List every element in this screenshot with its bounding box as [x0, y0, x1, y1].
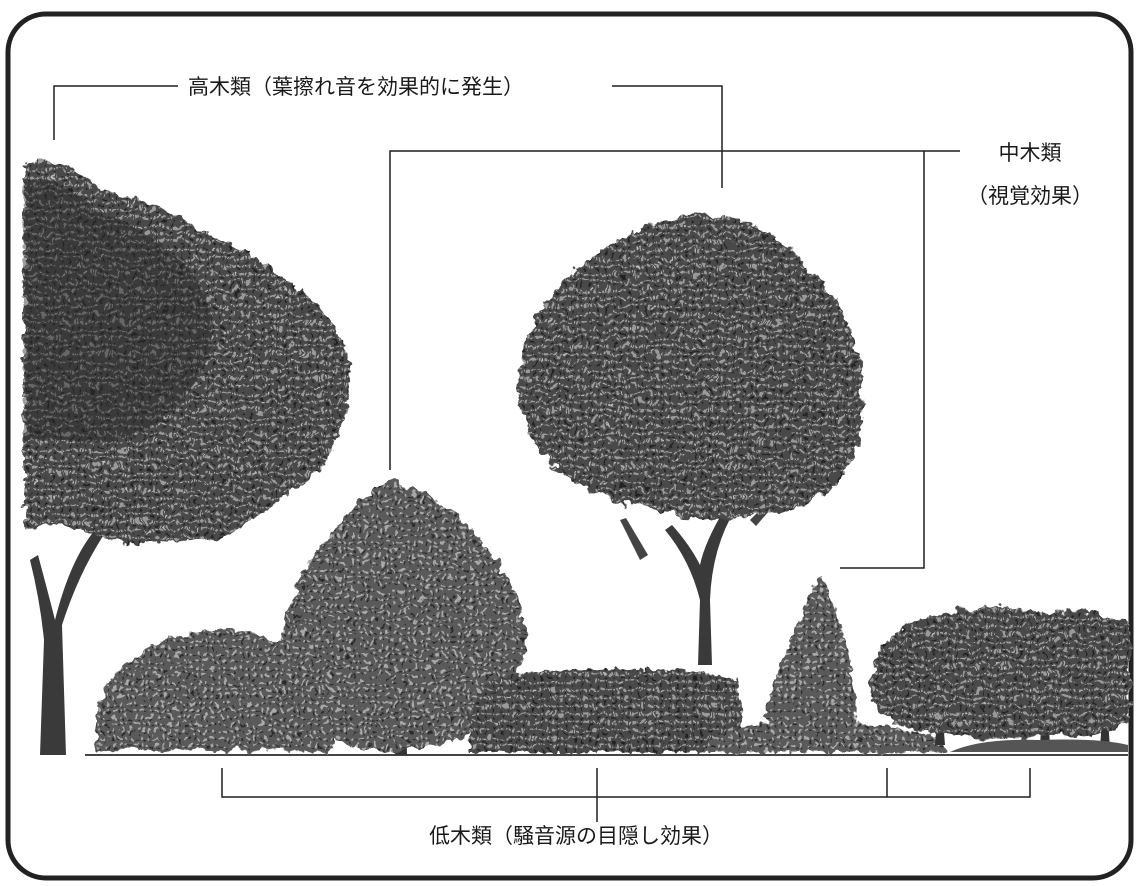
mid-trees-bracket — [389, 150, 960, 569]
mid-tree-round — [518, 214, 863, 665]
shrubs-label: 低木類（騒音源の目隠し効果） — [429, 824, 723, 848]
hedge-center — [469, 668, 946, 752]
shrubs-bracket — [221, 768, 1031, 822]
tall-trees-bracket — [53, 85, 723, 188]
tall-tree — [24, 160, 352, 755]
mid-trees-label-line2: （視覚効果） — [967, 184, 1093, 208]
shrub-round-left — [94, 629, 338, 752]
conifer-small — [765, 575, 857, 737]
mid-tree-bushy — [280, 480, 525, 755]
tall-trees-label: 高木類（葉擦れ音を効果的に発生） — [188, 75, 524, 99]
mid-trees-label-line1: 中木類 — [999, 141, 1062, 165]
shrub-row-right — [869, 607, 1130, 752]
